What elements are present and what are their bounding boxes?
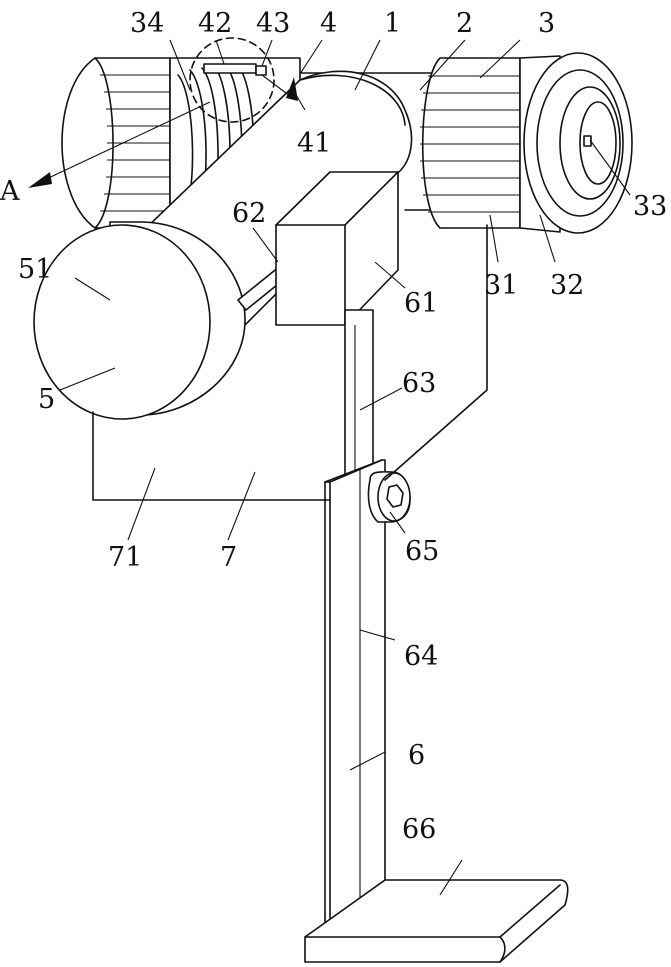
callout-34: 34	[130, 8, 164, 39]
callout-62: 62	[232, 198, 266, 229]
callout-6: 6	[408, 740, 425, 771]
clamp-block	[204, 64, 266, 75]
callout-65: 65	[405, 536, 439, 567]
callout-51: 51	[18, 254, 52, 285]
callout-43: 43	[256, 8, 290, 39]
callout-32: 32	[550, 270, 584, 301]
right-cylinder	[420, 58, 520, 228]
callout-7: 7	[220, 542, 237, 573]
callout-63: 63	[402, 368, 436, 399]
callout-2: 2	[456, 8, 473, 39]
knob	[368, 472, 410, 522]
callout-64: 64	[404, 641, 438, 672]
callout-31: 31	[484, 270, 518, 301]
callout-33: 33	[633, 191, 667, 222]
callout-61: 61	[404, 288, 438, 319]
end-cap	[520, 53, 632, 233]
section-marker-label: A	[0, 176, 20, 207]
callout-41: 41	[297, 128, 331, 159]
callout-4: 4	[320, 8, 337, 39]
callout-1: 1	[384, 8, 401, 39]
upper-rod	[345, 310, 373, 475]
front-drum	[34, 222, 245, 419]
left-rear-cylinder	[62, 58, 170, 228]
callout-42: 42	[198, 8, 232, 39]
callout-71: 71	[108, 542, 142, 573]
base-column	[325, 460, 385, 925]
callout-3: 3	[538, 8, 555, 39]
callout-66: 66	[402, 814, 436, 845]
callout-5: 5	[38, 384, 55, 415]
